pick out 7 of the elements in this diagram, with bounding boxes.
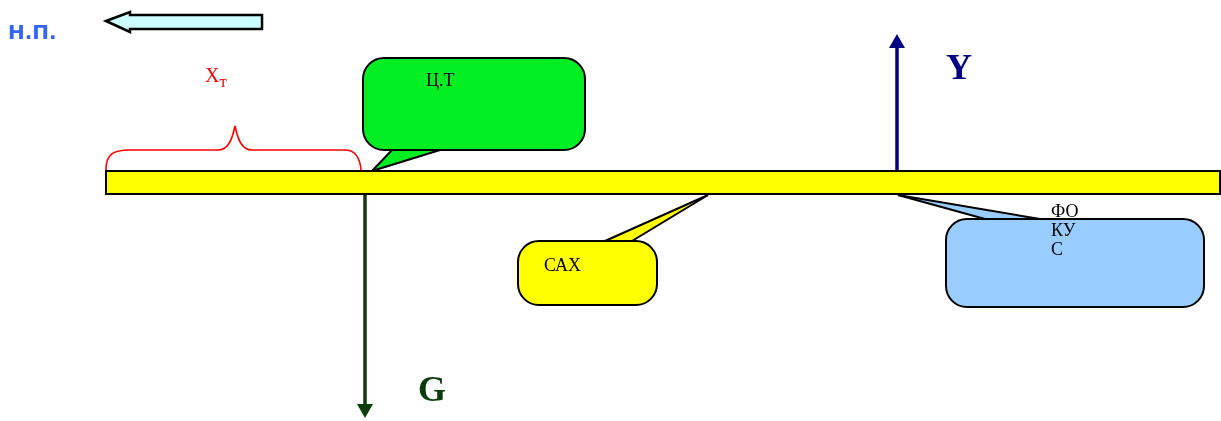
callout-text: Ц.Т [426,71,456,90]
dimension-label: Х$_{т}$ [205,64,227,92]
callout-bubble [517,240,658,306]
force-label: G [418,368,446,410]
callout-text: САХ [544,256,583,275]
direction-label: Н.П. [8,20,57,44]
force-label: Y [946,46,972,88]
